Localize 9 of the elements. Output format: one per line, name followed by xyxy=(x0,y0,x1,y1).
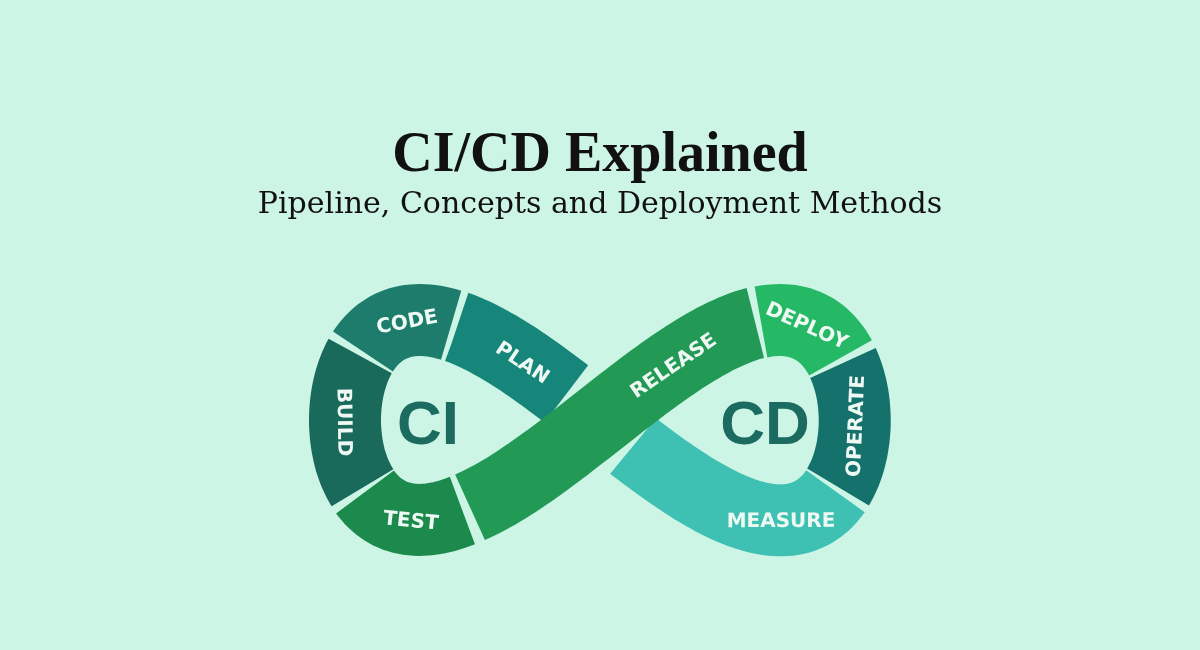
title: CI/CD Explained xyxy=(392,121,808,183)
stage-label: TEST xyxy=(382,504,440,535)
stage-label: OPERATE xyxy=(840,374,870,478)
stage-label: BUILD xyxy=(332,387,358,456)
loop-center-label: CD xyxy=(720,386,810,458)
stage-label: CODE xyxy=(374,303,440,339)
stage-label: MEASURE xyxy=(727,507,836,533)
subtitle: Pipeline, Concepts and Deployment Methods xyxy=(257,185,943,220)
loop-center-label: CI xyxy=(397,386,459,458)
